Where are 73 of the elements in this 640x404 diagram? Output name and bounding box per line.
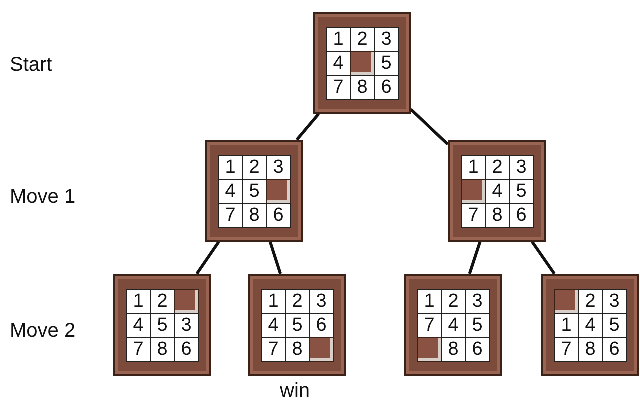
number-tile: 2 — [441, 289, 466, 314]
number-tile: 1 — [554, 313, 579, 338]
number-tile: 7 — [326, 75, 351, 100]
number-tile: 3 — [602, 289, 627, 314]
board-caption: win — [280, 380, 310, 403]
number-tile: 7 — [461, 203, 486, 228]
number-tile: 5 — [465, 313, 490, 338]
number-tile: 1 — [261, 289, 286, 314]
connector-line — [531, 241, 556, 275]
number-tile: 2 — [285, 289, 310, 314]
number-tile: 5 — [285, 313, 310, 338]
number-tile: 6 — [266, 203, 291, 228]
number-tile: 2 — [350, 27, 375, 52]
number-tile: 8 — [242, 203, 267, 228]
puzzle-board — [113, 274, 211, 376]
number-tile: 8 — [350, 75, 375, 100]
number-tile: 4 — [441, 313, 466, 338]
number-tile: 2 — [485, 155, 510, 180]
level-label: Move 1 — [10, 186, 76, 209]
number-tile: 5 — [602, 313, 627, 338]
number-tile: 6 — [602, 337, 627, 362]
number-tile: 4 — [485, 179, 510, 204]
number-tile: 1 — [126, 289, 151, 314]
number-tile: 5 — [242, 179, 267, 204]
connector-line — [196, 241, 220, 275]
number-tile: 3 — [266, 155, 291, 180]
number-tile: 1 — [326, 27, 351, 52]
number-tile: 6 — [309, 313, 334, 338]
number-tile: 1 — [218, 155, 243, 180]
number-tile: 5 — [150, 313, 175, 338]
number-tile: 8 — [441, 337, 466, 362]
number-tile: 8 — [285, 337, 310, 362]
number-tile: 6 — [509, 203, 534, 228]
puzzle-board — [248, 274, 346, 376]
puzzle-board — [205, 140, 303, 242]
number-tile: 8 — [485, 203, 510, 228]
connector-line — [296, 113, 320, 141]
number-tile: 4 — [126, 313, 151, 338]
number-tile: 4 — [261, 313, 286, 338]
puzzle-board — [448, 140, 546, 242]
number-tile: 7 — [261, 337, 286, 362]
number-tile: 5 — [509, 179, 534, 204]
number-tile: 3 — [509, 155, 534, 180]
number-tile: 3 — [374, 27, 399, 52]
number-tile: 7 — [554, 337, 579, 362]
number-tile: 4 — [326, 51, 351, 76]
number-tile: 4 — [218, 179, 243, 204]
number-tile: 1 — [417, 289, 442, 314]
number-tile: 6 — [465, 337, 490, 362]
connector-line — [268, 242, 282, 274]
number-tile: 3 — [465, 289, 490, 314]
number-tile: 1 — [461, 155, 486, 180]
number-tile: 3 — [174, 313, 199, 338]
number-tile: 8 — [150, 337, 175, 362]
connector-line — [468, 242, 482, 274]
puzzle-board — [404, 274, 502, 376]
puzzle-board — [313, 12, 411, 114]
number-tile: 7 — [126, 337, 151, 362]
number-tile: 7 — [218, 203, 243, 228]
number-tile: 6 — [374, 75, 399, 100]
number-tile: 3 — [309, 289, 334, 314]
connector-line — [410, 108, 450, 146]
number-tile: 7 — [417, 313, 442, 338]
level-label: Move 2 — [10, 320, 76, 343]
puzzle-board — [541, 274, 639, 376]
number-tile: 2 — [242, 155, 267, 180]
number-tile: 4 — [578, 313, 603, 338]
number-tile: 8 — [578, 337, 603, 362]
number-tile: 5 — [374, 51, 399, 76]
number-tile: 2 — [150, 289, 175, 314]
level-label: Start — [10, 54, 52, 77]
number-tile: 6 — [174, 337, 199, 362]
number-tile: 2 — [578, 289, 603, 314]
